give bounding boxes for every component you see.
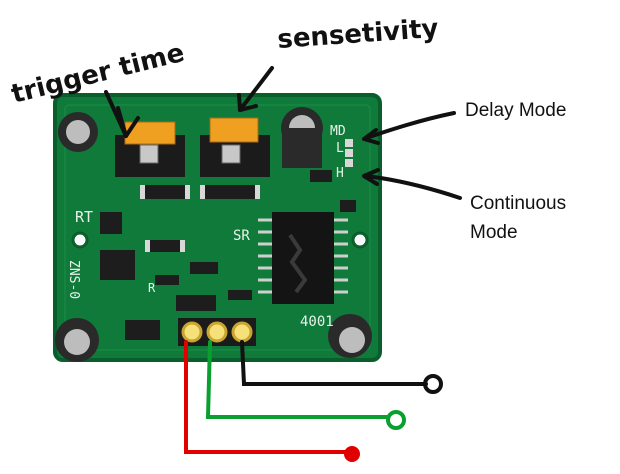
silk-sr: SR (233, 228, 250, 244)
silk-md: MD (330, 124, 346, 139)
label-delay-mode: Delay Mode (465, 100, 566, 121)
arrow-head-sensitivity (237, 93, 258, 112)
silk-rt: RT (75, 208, 93, 226)
arrow-head-trigger-time (116, 106, 140, 138)
label-mode: Mode (470, 222, 518, 243)
ic-chip (258, 212, 348, 304)
wire-green (205, 340, 406, 430)
mount-hole (351, 231, 369, 249)
header-pins (178, 318, 256, 346)
label-continuous: Continuous (470, 193, 566, 214)
silk-l: L (336, 141, 344, 156)
arrow-delay-mode (364, 111, 456, 140)
wire-black (240, 340, 443, 394)
capacitor (58, 112, 98, 152)
silk-chip-code: 4001 (300, 314, 334, 330)
wire-end-green (386, 410, 406, 430)
wire-end-black (423, 374, 443, 394)
arrow-sensitivity (238, 66, 274, 112)
capacitor (55, 318, 99, 362)
wire-end-red (344, 446, 360, 462)
smd-pads (140, 139, 353, 252)
sensitivity-potentiometer (200, 117, 270, 177)
silk-side-text: ZNS-0 (66, 260, 81, 299)
arrow-continuous-mode (364, 174, 462, 200)
silk-r: R (148, 281, 156, 295)
arrow-head-delay-mode (362, 128, 380, 145)
mount-hole (71, 231, 89, 249)
trigger-time-potentiometer (115, 121, 185, 177)
silk-h: H (336, 166, 344, 181)
label-sensitivity: sensetivity (276, 14, 439, 55)
capacitor (281, 107, 323, 168)
arrow-head-continuous-mode (362, 168, 380, 186)
wire-red (184, 340, 360, 462)
capacitor (328, 314, 372, 358)
smd-components (100, 170, 356, 340)
